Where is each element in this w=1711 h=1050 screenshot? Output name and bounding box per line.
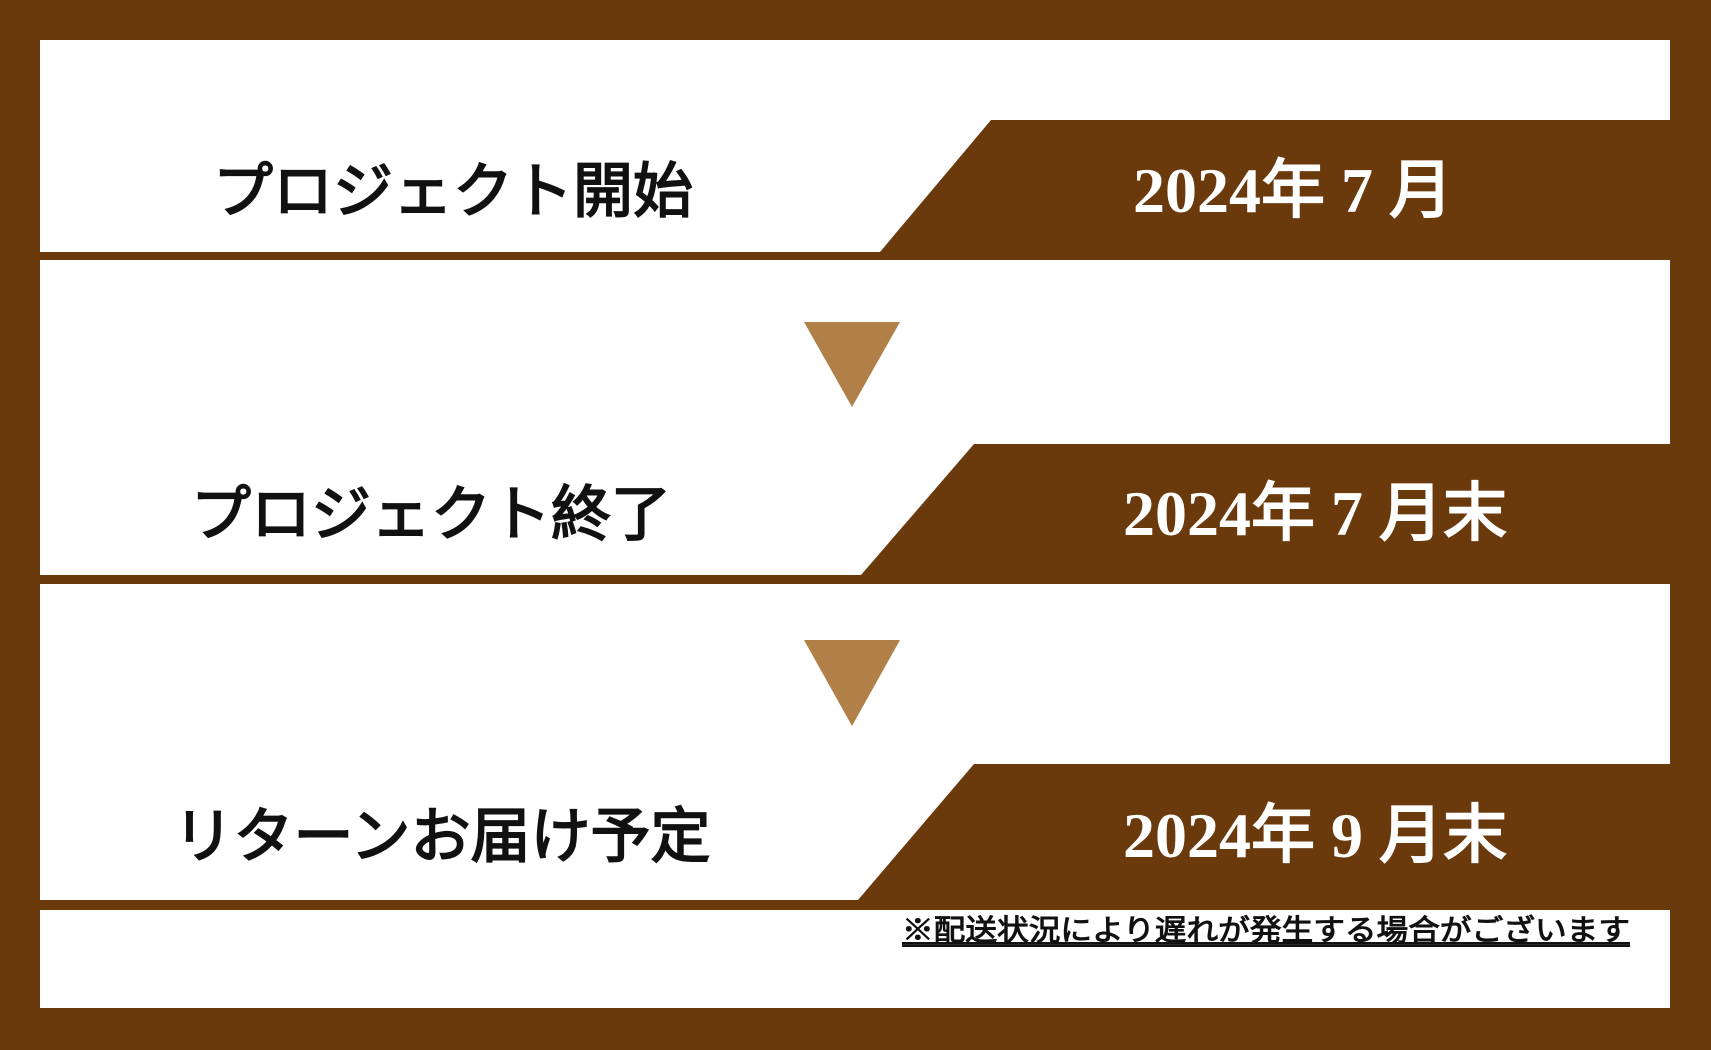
down-arrow-icon [804,640,900,726]
step-start: プロジェクト開始 2024年 7 月 [40,120,1670,260]
step-label: プロジェクト開始 [213,157,693,227]
date-band [40,764,1670,910]
down-arrow-icon [804,322,900,407]
step-label: プロジェクト終了 [191,480,671,550]
date-band [40,120,1670,260]
step-label: リターンお届け予定 [174,802,711,872]
step-end: プロジェクト終了 2024年 7 月末 [40,444,1670,584]
step-date: 2024年 9 月末 [1123,800,1507,871]
date-band [40,444,1670,584]
step-date: 2024年 7 月末 [1123,478,1507,549]
delivery-delay-note: ※配送状況により遅れが発生する場合がございます [902,913,1630,947]
step-delivery: リターンお届け予定 2024年 9 月末 [40,764,1670,910]
step-date: 2024年 7 月 [1133,155,1453,226]
